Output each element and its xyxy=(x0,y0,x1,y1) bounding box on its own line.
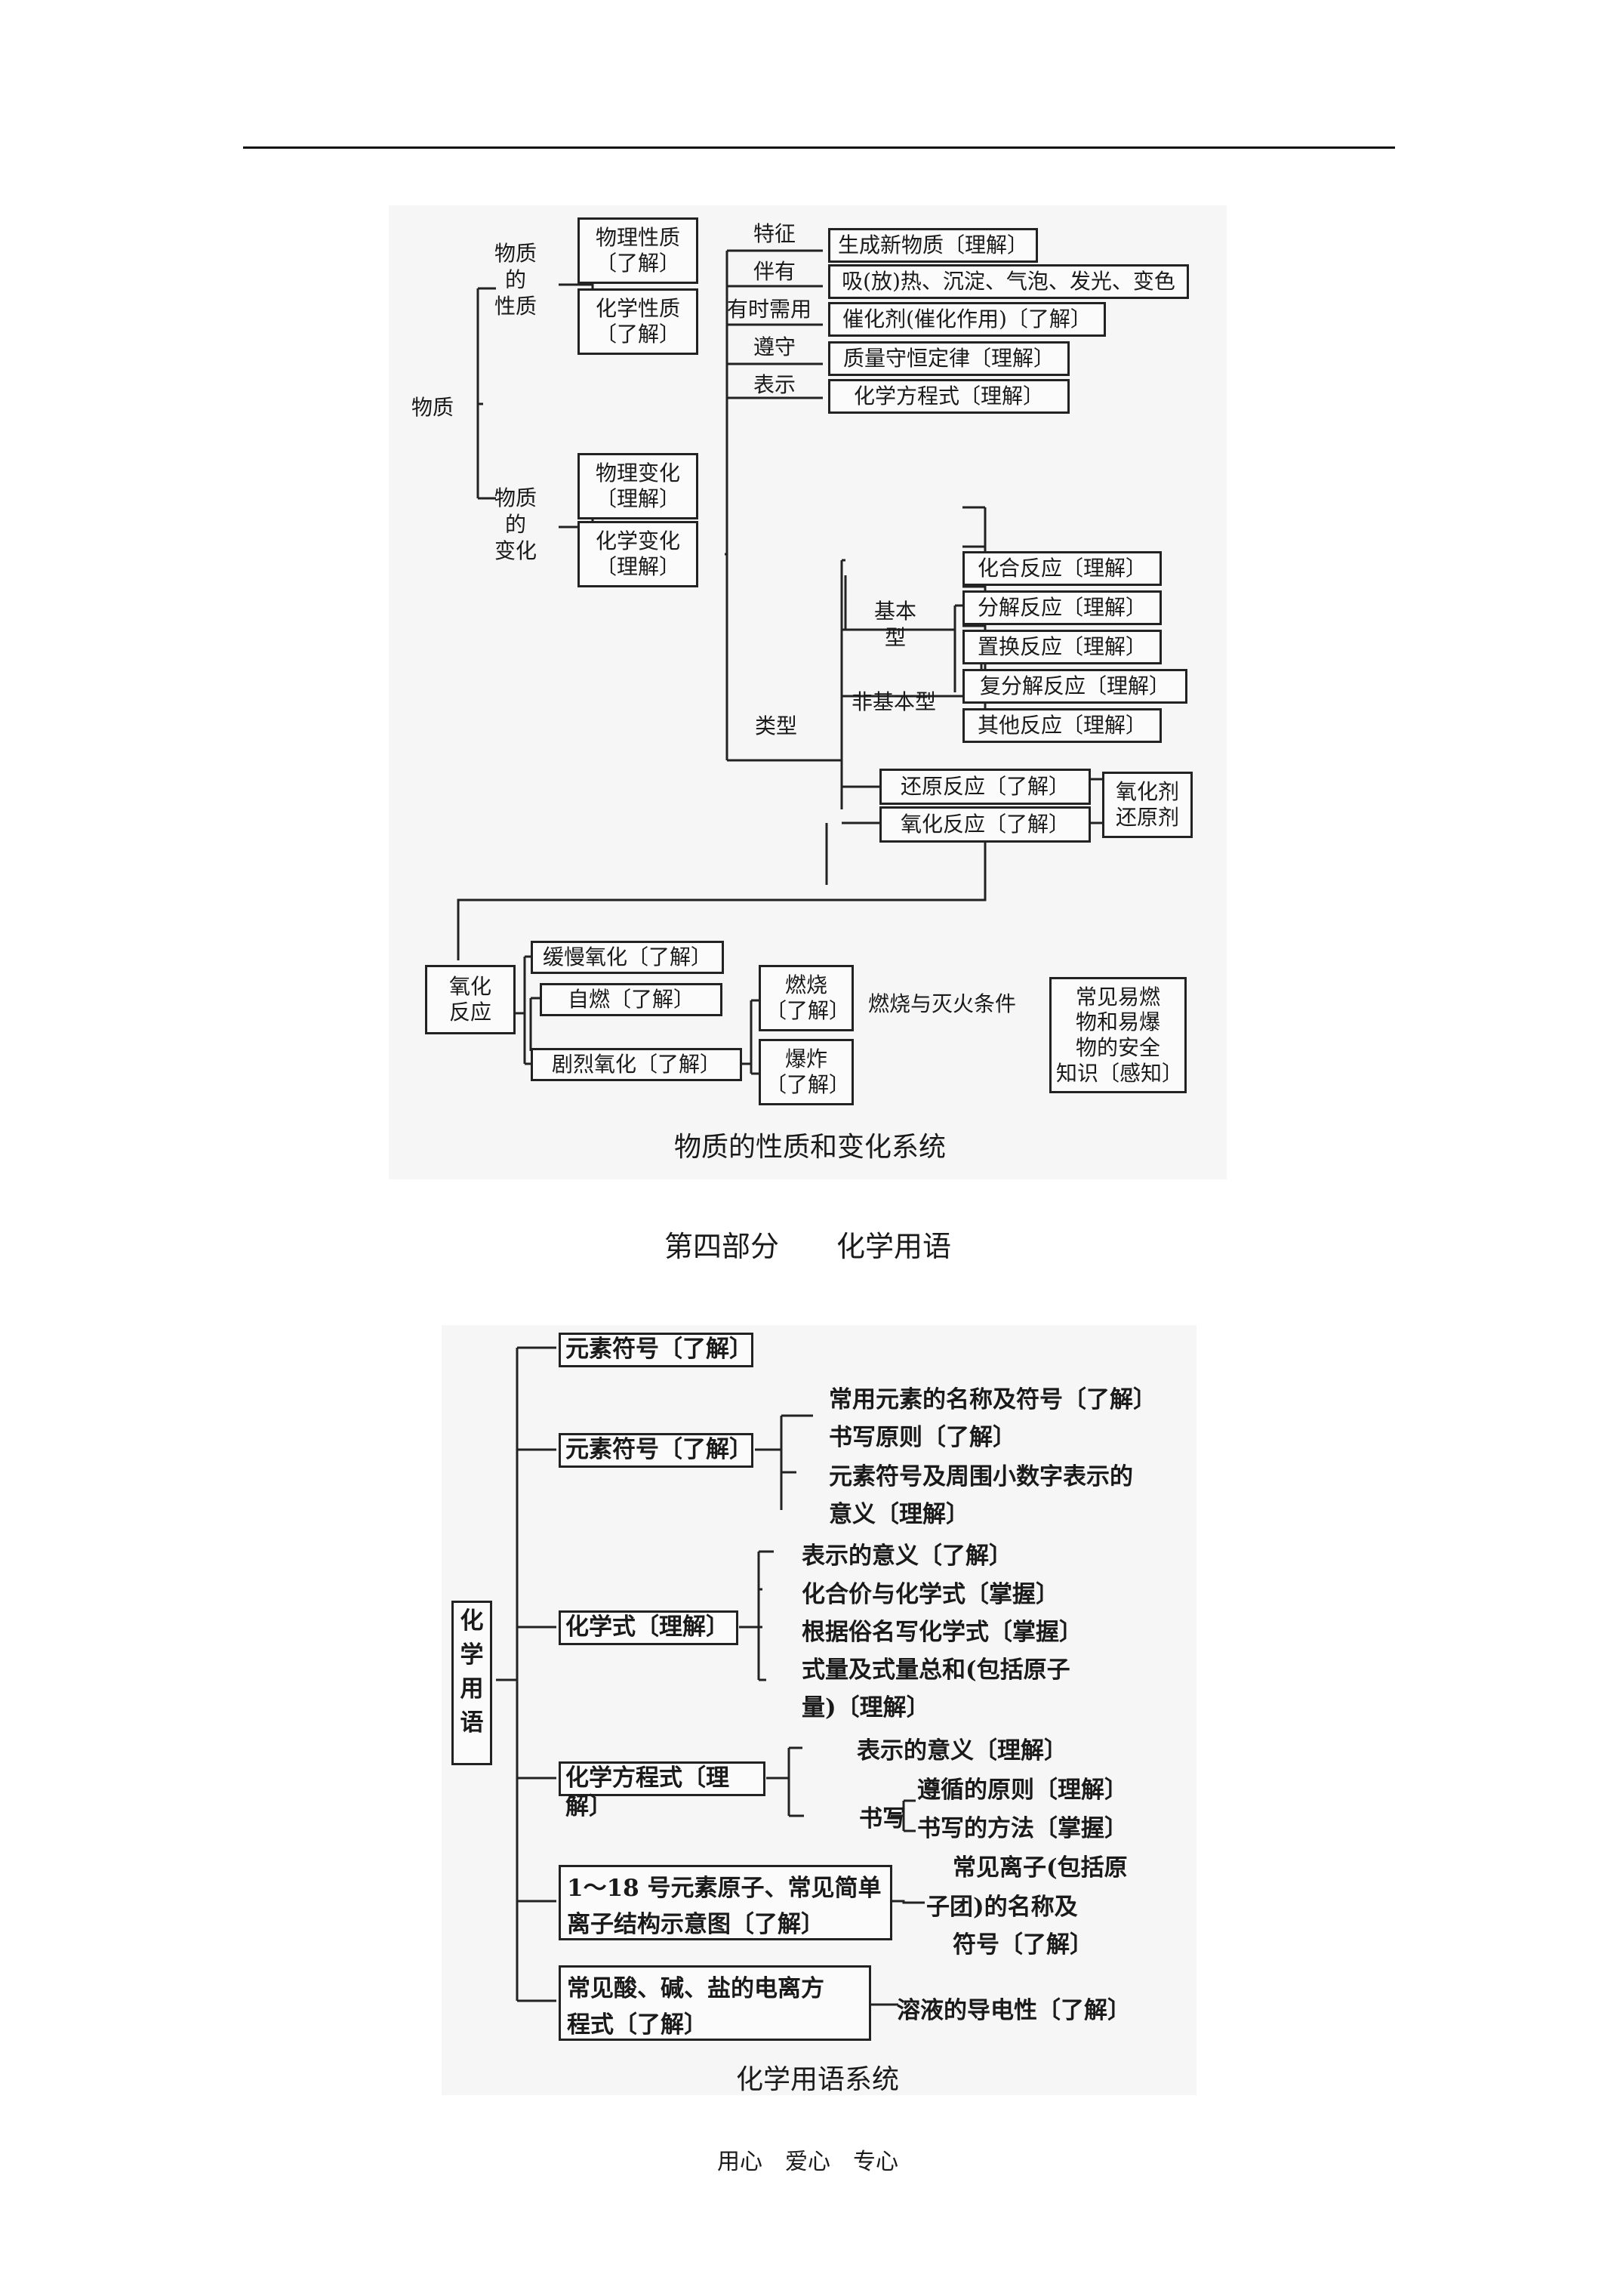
box-physical-property: 物理性质 〔了解〕 xyxy=(577,217,698,284)
box-chemical-change: 化学变化 〔理解〕 xyxy=(577,521,698,587)
formula-item-2: 化合价与化学式〔掌握〕 xyxy=(802,1581,1059,1608)
box-combination: 化合反应〔理解〕 xyxy=(962,551,1162,586)
formula-item-4: 式量及式量总和(包括原子 xyxy=(802,1657,1070,1684)
box-displacement: 置换反应〔理解〕 xyxy=(962,630,1162,664)
diagram2-connectors xyxy=(496,1346,925,2006)
box-obey: 质量守恒定律〔理解〕 xyxy=(828,341,1070,376)
box-formula: 化学式〔理解〕 xyxy=(559,1610,738,1645)
caption-diagram2: 化学用语系统 xyxy=(736,2064,900,2095)
box-symbol-2: 元素符号〔了解〕 xyxy=(559,1433,753,1468)
box-decomposition: 分解反应〔理解〕 xyxy=(962,590,1162,625)
label-feature: 特征 xyxy=(753,221,796,246)
box-double-decomposition: 复分解反应〔理解〕 xyxy=(962,669,1187,704)
ions-line-3: 符号〔了解〕 xyxy=(953,1931,1093,1959)
label-fire-conditions: 燃烧与灭火条件 xyxy=(868,991,1017,1016)
box-symbol-1: 元素符号〔了解〕 xyxy=(559,1333,753,1367)
label-represent: 表示 xyxy=(753,372,796,397)
writing-item-2: 书写的方法〔掌握〕 xyxy=(917,1815,1128,1842)
label-basic: 基本 型 xyxy=(874,599,917,650)
box-equation: 化学方程式〔理解〕 xyxy=(559,1761,765,1820)
box-oxidation: 氧化反应〔了解〕 xyxy=(879,806,1091,843)
box-accompany: 吸(放)热、沉淀、气泡、发光、变色 xyxy=(828,264,1189,299)
box-slow-oxidation: 缓慢氧化〔了解〕 xyxy=(531,941,724,974)
label-obey: 遵守 xyxy=(753,334,796,359)
node-changes: 物质 的 变化 xyxy=(494,485,537,563)
box-sometimes: 催化剂(催化作用)〔了解〕 xyxy=(828,302,1106,337)
caption-diagram1: 物质的性质和变化系统 xyxy=(674,1132,947,1163)
box-explosion: 爆炸 〔了解〕 xyxy=(759,1039,854,1105)
node-properties: 物质 的 性质 xyxy=(494,241,537,319)
label-nonbasic: 非基本型 xyxy=(852,689,937,714)
box-spontaneous: 自燃〔了解〕 xyxy=(540,983,722,1016)
symbol-item-3: 元素符号及周围小数字表示的 xyxy=(829,1463,1133,1490)
box-agents: 氧化剂 还原剂 xyxy=(1102,772,1193,838)
writing-item-1: 遵循的原则〔理解〕 xyxy=(917,1777,1128,1804)
symbol-item-2: 书写原则〔了解〕 xyxy=(829,1424,1016,1451)
box-structure: 1～18 号元素原子、常见简单 离子结构示意图〔了解〕 xyxy=(559,1865,892,1940)
box-chemical-property: 化学性质 〔了解〕 xyxy=(577,288,698,355)
box-reduction: 还原反应〔了解〕 xyxy=(879,769,1091,805)
box-other: 其他反应〔理解〕 xyxy=(962,708,1162,743)
ions-line-2: 子团)的名称及 xyxy=(926,1894,1078,1921)
box-ionization: 常见酸、碱、盐的电离方 程式〔了解〕 xyxy=(559,1965,871,2041)
box-safety: 常见易燃 物和易爆 物的安全 知识〔感知〕 xyxy=(1049,977,1187,1093)
section-title: 第四部分 化学用语 xyxy=(664,1231,952,1263)
box-chem-terms-root: 化 学 用 语 xyxy=(451,1601,492,1765)
symbol-item-1: 常用元素的名称及符号〔了解〕 xyxy=(829,1386,1156,1413)
node-root: 物质 xyxy=(411,395,454,420)
header-rule xyxy=(243,146,1395,149)
ions-line-1: 常见离子(包括原 xyxy=(953,1854,1128,1881)
box-represent: 化学方程式〔理解〕 xyxy=(828,379,1070,414)
conductivity: 溶液的导电性〔了解〕 xyxy=(897,1997,1131,2024)
label-type: 类型 xyxy=(755,713,798,738)
symbol-item-4: 意义〔理解〕 xyxy=(829,1501,969,1528)
box-feature: 生成新物质〔理解〕 xyxy=(828,228,1038,263)
equation-meaning: 表示的意义〔理解〕 xyxy=(857,1737,1067,1764)
footer: 用心 爱心 专心 xyxy=(717,2150,898,2174)
label-sometimes: 有时需用 xyxy=(727,297,812,322)
label-accompany: 伴有 xyxy=(753,259,796,284)
box-combustion: 燃烧 〔了解〕 xyxy=(759,965,854,1031)
label-writing: 书写 xyxy=(859,1805,906,1832)
formula-item-3: 根据俗名写化学式〔掌握〕 xyxy=(802,1619,1083,1646)
box-physical-change: 物理变化 〔理解〕 xyxy=(577,453,698,519)
formula-item-5: 量)〔理解〕 xyxy=(802,1694,930,1721)
box-violent-oxidation: 剧烈氧化〔了解〕 xyxy=(531,1048,742,1081)
box-oxidation-reaction: 氧化 反应 xyxy=(425,965,516,1034)
formula-item-1: 表示的意义〔了解〕 xyxy=(802,1542,1012,1570)
